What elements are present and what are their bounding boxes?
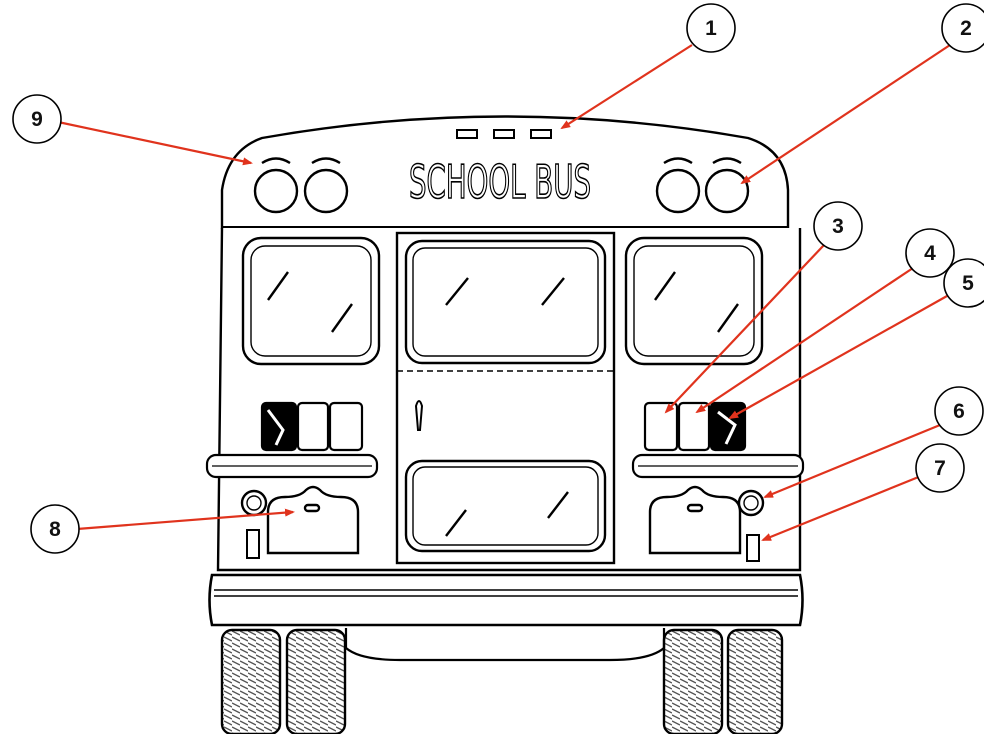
reflector-7 (747, 535, 759, 561)
callout-3-label: 3 (832, 215, 844, 238)
callout-7-label: 7 (934, 457, 946, 480)
license-plate-holder-left (268, 487, 358, 553)
tire-left-outer (222, 630, 280, 734)
callout-5: 5 (944, 259, 984, 307)
callout-1-label: 1 (705, 17, 717, 40)
emergency-door (397, 233, 614, 563)
arrow-9 (58, 122, 251, 163)
callout-9-label: 9 (31, 108, 43, 131)
callout-1: 1 (687, 4, 735, 52)
callout-4: 4 (906, 229, 954, 277)
callout-6: 6 (935, 387, 983, 435)
callout-9: 9 (13, 95, 61, 143)
tire-right-outer (728, 630, 782, 734)
callout-8: 8 (31, 505, 79, 553)
callout-2: 2 (942, 4, 984, 52)
callout-5-label: 5 (962, 272, 974, 295)
callout-3: 3 (814, 202, 862, 250)
tail-lamps-left (262, 403, 362, 450)
arrow-2 (742, 45, 950, 183)
tail-lamps-right (645, 403, 745, 450)
callout-6-label: 6 (953, 400, 965, 423)
tail-lamp-4 (679, 403, 709, 450)
callout-2-label: 2 (960, 17, 972, 40)
license-plate-holder-right (650, 487, 740, 553)
callout-8-label: 8 (49, 518, 61, 541)
tire-left-inner (287, 630, 345, 734)
rear-tires (222, 630, 782, 734)
school-bus-sign: SCHOOL BUS (409, 155, 591, 209)
tail-lamp-3 (645, 403, 677, 450)
arrow-1 (562, 45, 692, 128)
axle-housing (346, 628, 664, 660)
rear-bumper (210, 575, 803, 625)
tire-right-inner (664, 630, 722, 734)
callout-4-label: 4 (924, 242, 936, 265)
callout-7: 7 (916, 444, 964, 492)
